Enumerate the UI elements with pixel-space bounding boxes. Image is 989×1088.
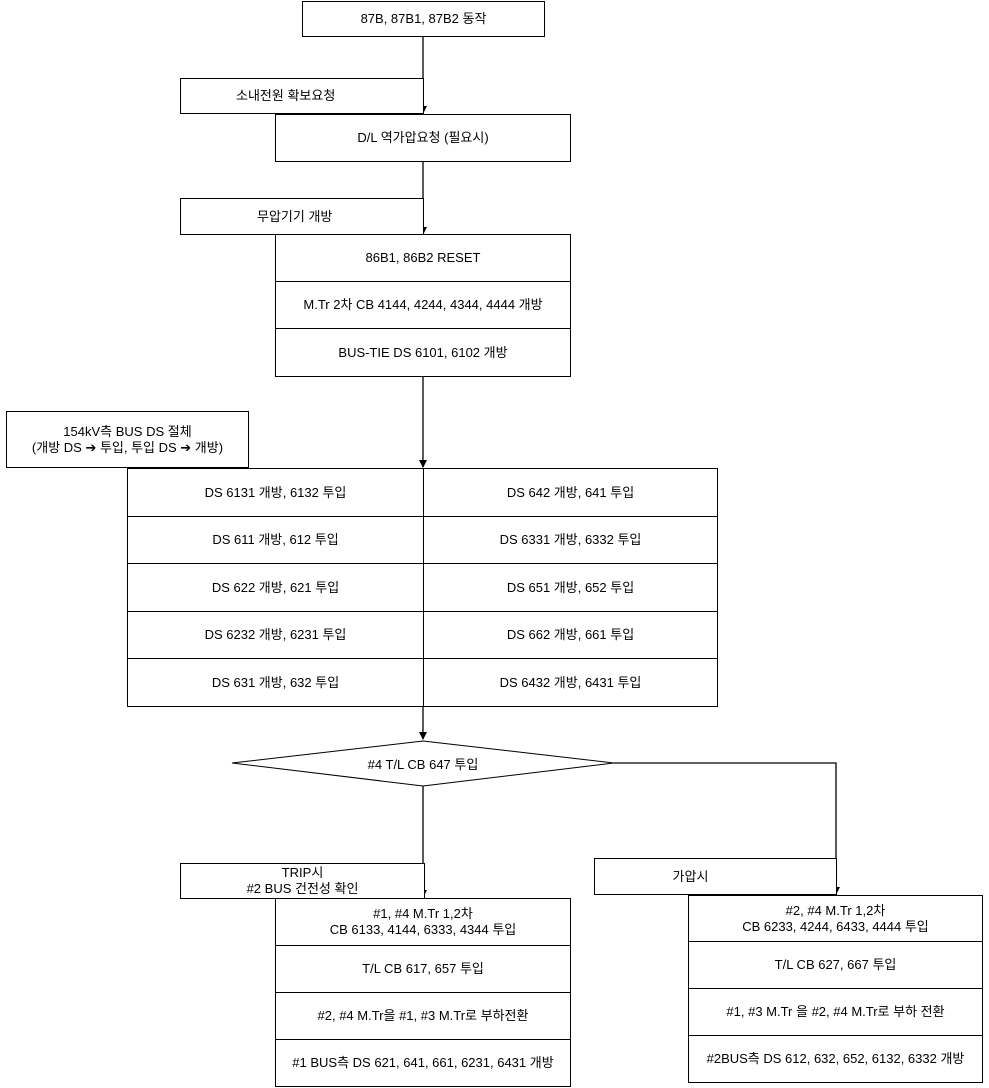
energized-step-2-label: T/L CB 627, 667 투입: [774, 957, 897, 972]
ds-grid-left-1: DS 6131 개방, 6132 투입: [127, 468, 424, 517]
ds-grid-left-4: DS 6232 개방, 6231 투입: [127, 611, 424, 659]
ds-grid-left-1-label: DS 6131 개방, 6132 투입: [204, 484, 347, 500]
start-node: 87B, 87B1, 87B2 동작: [302, 1, 545, 37]
start-node-label: 87B, 87B1, 87B2 동작: [360, 11, 487, 26]
trip-step-3: #2, #4 M.Tr을 #1, #3 M.Tr로 부하전환: [275, 992, 571, 1040]
bus-ds-change-note: 154kV측 BUS DS 절체 (개방 DS ➔ 투입, 투입 DS ➔ 개방…: [6, 411, 249, 468]
reset-step-1: 86B1, 86B2 RESET: [275, 234, 571, 282]
internal-power-label: 소내전원 확보요청: [236, 88, 336, 103]
trip-step-3-label: #2, #4 M.Tr을 #1, #3 M.Tr로 부하전환: [317, 1008, 529, 1023]
ds-grid-left-5: DS 631 개방, 632 투입: [127, 658, 424, 707]
trip-step-2-label: T/L CB 617, 657 투입: [362, 961, 484, 976]
trip-step-4: #1 BUS측 DS 621, 641, 661, 6231, 6431 개방: [275, 1039, 571, 1087]
ds-grid-left-5-label: DS 631 개방, 632 투입: [211, 674, 340, 690]
bus-ds-change-label: 154kV측 BUS DS 절체 (개방 DS ➔ 투입, 투입 DS ➔ 개방…: [31, 423, 224, 455]
reset-step-3-label: BUS-TIE DS 6101, 6102 개방: [338, 344, 508, 360]
ds-grid-right-5: DS 6432 개방, 6431 투입: [423, 658, 718, 707]
energized-step-4: #2BUS측 DS 612, 632, 652, 6132, 6332 개방: [688, 1035, 983, 1083]
no-voltage-open-note: 무압기기 개방: [180, 198, 424, 235]
ds-grid-left-2-label: DS 611 개방, 612 투입: [212, 532, 339, 547]
dl-request-label: D/L 역가압요청 (필요시): [357, 130, 489, 145]
ds-grid-right-1-label: DS 642 개방, 641 투입: [506, 484, 635, 500]
ds-grid-right-3-label: DS 651 개방, 652 투입: [506, 579, 635, 595]
energized-step-1-label: #2, #4 M.Tr 1,2차 CB 6233, 4244, 6433, 44…: [742, 902, 929, 934]
reset-step-2: M.Tr 2차 CB 4144, 4244, 4344, 4444 개방: [275, 281, 571, 329]
ds-grid-right-2: DS 6331 개방, 6332 투입: [423, 516, 718, 564]
ds-grid-left-3: DS 622 개방, 621 투입: [127, 563, 424, 612]
trip-note-label: TRIP시 #2 BUS 건전성 확인: [246, 865, 359, 896]
ds-grid-right-2-label: DS 6331 개방, 6332 투입: [499, 532, 642, 547]
trip-step-1-label: #1, #4 M.Tr 1,2차 CB 6133, 4144, 6333, 43…: [329, 906, 517, 937]
energized-step-3: #1, #3 M.Tr 을 #2, #4 M.Tr로 부하 전환: [688, 988, 983, 1036]
energized-note-label: 가압시: [672, 868, 709, 884]
trip-step-2: T/L CB 617, 657 투입: [275, 945, 571, 993]
energized-step-3-label: #1, #3 M.Tr 을 #2, #4 M.Tr로 부하 전환: [726, 1004, 945, 1019]
decision-diamond: [231, 740, 615, 787]
ds-grid-right-5-label: DS 6432 개방, 6431 투입: [499, 674, 642, 690]
trip-step-4-label: #1 BUS측 DS 621, 641, 661, 6231, 6431 개방: [292, 1055, 554, 1070]
dl-request-box: D/L 역가압요청 (필요시): [275, 114, 571, 162]
ds-grid-right-3: DS 651 개방, 652 투입: [423, 563, 718, 612]
ds-grid-right-1: DS 642 개방, 641 투입: [423, 468, 718, 517]
ds-grid-left-3-label: DS 622 개방, 621 투입: [211, 579, 340, 595]
trip-note: TRIP시 #2 BUS 건전성 확인: [180, 863, 425, 899]
energized-step-4-label: #2BUS측 DS 612, 632, 652, 6132, 6332 개방: [706, 1051, 965, 1066]
connector-decision-to-energized: [614, 762, 840, 895]
energized-note: 가압시: [594, 858, 837, 895]
reset-step-2-label: M.Tr 2차 CB 4144, 4244, 4344, 4444 개방: [303, 297, 543, 312]
ds-grid-right-4: DS 662 개방, 661 투입: [423, 611, 718, 659]
ds-grid-right-4-label: DS 662 개방, 661 투입: [506, 627, 635, 642]
reset-step-3: BUS-TIE DS 6101, 6102 개방: [275, 328, 571, 377]
ds-grid-left-2: DS 611 개방, 612 투입: [127, 516, 424, 564]
internal-power-note: 소내전원 확보요청: [180, 78, 424, 114]
no-voltage-open-label: 무압기기 개방: [257, 208, 333, 224]
ds-grid-left-4-label: DS 6232 개방, 6231 투입: [204, 627, 347, 642]
energized-step-1: #2, #4 M.Tr 1,2차 CB 6233, 4244, 6433, 44…: [688, 895, 983, 942]
trip-step-1: #1, #4 M.Tr 1,2차 CB 6133, 4144, 6333, 43…: [275, 898, 571, 946]
energized-step-2: T/L CB 627, 667 투입: [688, 941, 983, 989]
reset-step-1-label: 86B1, 86B2 RESET: [365, 250, 481, 265]
